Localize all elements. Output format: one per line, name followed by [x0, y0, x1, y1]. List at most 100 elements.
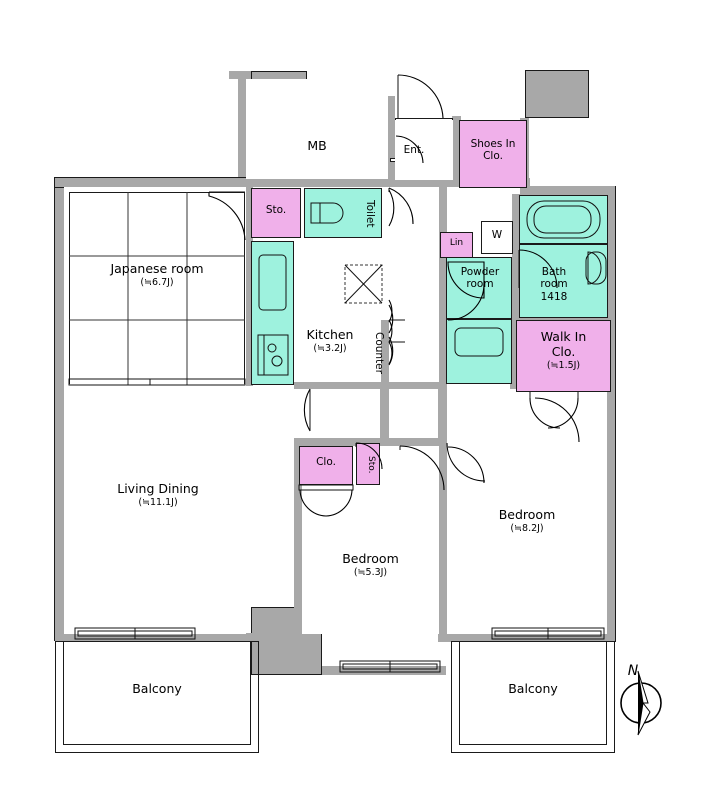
- powder-room-line2: room: [466, 278, 494, 291]
- bedroom-main-area[interactable]: [447, 389, 607, 634]
- outer-wall-bottom-left: [55, 633, 253, 642]
- japanese-room-sliding-door: [68, 378, 246, 386]
- wic-doors: [529, 392, 579, 429]
- closet-bedroom2-doors: [298, 484, 354, 517]
- balcony-right-text: Balcony: [508, 681, 558, 696]
- wall-mid-stub: [297, 607, 305, 637]
- bath-room-line3: 1418: [540, 290, 568, 303]
- walk-in-closet[interactable]: [516, 320, 611, 392]
- outer-wall-right: [606, 186, 615, 642]
- closet-bedroom2-text: Clo.: [316, 456, 336, 468]
- balcony-left-text: Balcony: [132, 681, 182, 696]
- window-bedroom-main: [491, 627, 605, 640]
- ent-wall-bottom: [389, 178, 454, 187]
- storage-kitchen-text: Sto.: [265, 204, 287, 216]
- mb-label-text: MB: [307, 138, 327, 153]
- closet-bedroom2[interactable]: [299, 446, 353, 485]
- tatami-grid: [69, 192, 245, 385]
- mb-wall-vertical: [238, 71, 246, 183]
- ceiling-unit: [344, 264, 383, 304]
- compass-north-text: N: [627, 663, 639, 679]
- counter-text: Counter: [373, 332, 385, 374]
- bathtub: [526, 200, 601, 239]
- bedroom-second-name: Bedroom: [342, 551, 399, 566]
- wall-kitchen-right: [380, 320, 389, 438]
- living-dining-area: (≒11.1J): [138, 496, 178, 508]
- wall-bedroom2-left: [294, 438, 302, 610]
- shoes-in-closet-line1: Shoes In: [470, 138, 516, 150]
- walk-in-closet-area: (≒1.5J): [546, 359, 581, 371]
- wall-bath-bottom: [512, 316, 615, 323]
- washer-label: W: [481, 229, 513, 241]
- washing-machine-slot[interactable]: [481, 221, 513, 254]
- ent-wall-right-vertical: [452, 116, 461, 186]
- kitchen-label: Kitchen (≒3.2J): [290, 327, 370, 354]
- storage-bedroom2[interactable]: [356, 443, 380, 485]
- bedroom-main-area: (≒8.2J): [510, 522, 544, 534]
- toilet-bowl: [310, 202, 344, 224]
- bedroom-main-name: Bedroom: [498, 507, 556, 522]
- walk-in-closet-line1: Walk In: [540, 329, 587, 344]
- wall-corridor-left: [245, 186, 253, 386]
- bedroom-second-label: Bedroom (≒5.3J): [302, 551, 439, 578]
- ent-label: Ent.: [386, 144, 442, 156]
- bedroom-main-label: Bedroom (≒8.2J): [447, 507, 607, 534]
- wall-wic-left: [510, 318, 519, 390]
- wall-kitchen-bottom: [294, 381, 389, 389]
- shoes-in-closet-label: Shoes In Clo.: [459, 138, 527, 163]
- living-dining-area[interactable]: [64, 384, 246, 634]
- ent-label-text: Ent.: [403, 144, 425, 156]
- walk-in-closet-line2: Clo.: [551, 343, 576, 359]
- linen-closet-text: Lin: [449, 238, 464, 248]
- storage-kitchen[interactable]: [251, 188, 301, 238]
- wall-hall-vertical: [438, 186, 447, 256]
- wall-bedroom-divider: [438, 389, 447, 642]
- wall-powder-bottom: [389, 381, 447, 389]
- kitchen-area: (≒3.2J): [313, 342, 347, 354]
- japanese-room-area: (≒6.7J): [140, 276, 174, 288]
- hallway-area[interactable]: [389, 187, 439, 382]
- north-arrow: [620, 670, 662, 736]
- bath-tub-area[interactable]: [519, 195, 608, 244]
- outer-wall-bottom-right: [446, 633, 615, 642]
- bedroom-second-area: (≒5.3J): [353, 566, 388, 578]
- toilet-label-text: Toilet: [364, 200, 376, 228]
- pipe-shaft-block: [525, 70, 589, 118]
- outer-wall-bottom-mid: [322, 666, 446, 675]
- washer-text: W: [491, 229, 503, 241]
- toilet-label: Toilet: [356, 192, 376, 236]
- window-bedroom-second: [339, 660, 441, 673]
- bath-room-label: Bath room 1418: [519, 266, 589, 303]
- counter-label: Counter: [365, 322, 385, 384]
- outer-wall-left: [55, 178, 64, 641]
- wall-bath-left: [512, 194, 520, 322]
- window-living-dining: [74, 627, 196, 640]
- entrance-area[interactable]: [395, 120, 453, 180]
- closet-bedroom2-label: Clo.: [299, 456, 353, 468]
- outer-wall-top-right: [520, 186, 615, 195]
- powder-room-area[interactable]: [446, 257, 512, 319]
- powder-room-label: Powder room: [443, 266, 517, 291]
- balcony-right-label: Balcony: [459, 681, 607, 697]
- living-dining-label: Living Dining (≒11.1J): [70, 481, 246, 508]
- outer-wall-top-left: [55, 178, 245, 187]
- compass-label: N: [622, 663, 644, 680]
- bath-room-line1: Bath: [541, 266, 567, 278]
- kitchen-name: Kitchen: [306, 327, 354, 342]
- balcony-left-rail: [55, 641, 259, 753]
- mb-area[interactable]: [246, 79, 388, 179]
- linen-closet-label: Lin: [440, 238, 473, 249]
- walk-in-closet-label: Walk In Clo. (≒1.5J): [516, 329, 611, 371]
- storage-kitchen-label: Sto.: [251, 204, 301, 216]
- wall-powder-left: [438, 256, 447, 386]
- wall-bedroom2-top: [294, 438, 446, 446]
- japanese-room-area[interactable]: [64, 187, 246, 384]
- storage-bedroom2-label: Sto.: [362, 449, 376, 481]
- japanese-room-name: Japanese room: [110, 261, 204, 276]
- mb-wall-right: [387, 96, 395, 183]
- balcony-left-area[interactable]: [63, 641, 251, 745]
- shoes-in-closet[interactable]: [459, 120, 527, 188]
- bath-room-line2: room: [540, 278, 568, 291]
- balcony-right-rail: [451, 641, 615, 753]
